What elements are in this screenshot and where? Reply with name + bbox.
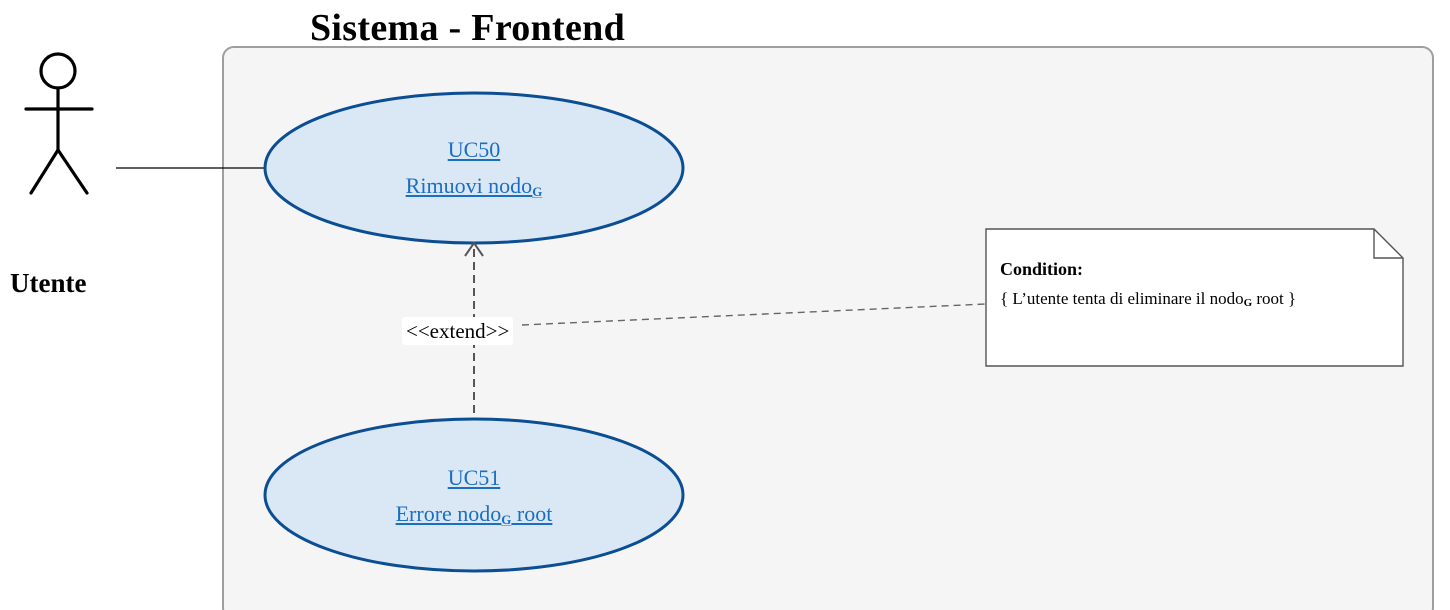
note-body-post: root }	[1252, 289, 1297, 308]
uc51-name-link[interactable]: Errore nodoG root	[300, 496, 648, 535]
note-body-pre: { L’utente tenta di eliminare il nodo	[1000, 289, 1244, 308]
uc50-text: UC50 Rimuovi nodoG	[300, 132, 648, 207]
note-fold-corner	[1373, 229, 1403, 259]
note-content: Condition: { L’utente tenta di eliminare…	[1000, 254, 1386, 316]
uc51-id-link[interactable]: UC51	[447, 465, 501, 490]
condition-note	[985, 228, 1404, 367]
actor-head	[39, 52, 77, 90]
actor-label: Utente	[10, 268, 87, 298]
note-anchor-line	[521, 303, 987, 326]
uc51-name: Errore nodo	[395, 501, 502, 526]
uc51-glossary-mark: G	[501, 512, 512, 527]
note-title: Condition:	[1000, 259, 1084, 279]
uc50-name-link[interactable]: Rimuovi nodoG	[300, 168, 648, 207]
uc51-name-suffix: root	[511, 501, 553, 526]
actor-right-leg	[56, 148, 89, 195]
actor-figure	[24, 52, 94, 195]
uc50-name: Rimuovi nodo	[405, 173, 533, 198]
uc50-id-link[interactable]: UC50	[447, 137, 501, 162]
note-body: { L’utente tenta di eliminare il nodoG r…	[1000, 284, 1386, 316]
extend-arrowhead	[464, 241, 484, 257]
system-title: Sistema - Frontend	[310, 7, 626, 49]
note-glossary-mark: G	[1243, 297, 1253, 309]
extend-stereotype-label: <<extend>>	[402, 317, 514, 345]
actor-left-leg	[29, 148, 60, 195]
uc51-text: UC51 Errore nodoG root	[300, 460, 648, 535]
uc50-glossary-mark: G	[532, 184, 543, 199]
use-case-uc51[interactable]	[263, 417, 685, 573]
